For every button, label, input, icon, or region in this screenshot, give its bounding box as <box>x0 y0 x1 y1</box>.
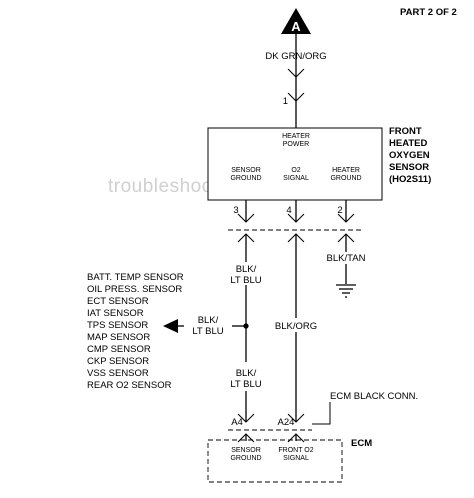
pin-4-number: 4 <box>286 205 291 216</box>
heater-power-label-1: HEATER <box>282 133 310 140</box>
svg-text:(HO2S11): (HO2S11) <box>389 174 431 185</box>
connector-a-label: A <box>291 19 301 34</box>
svg-text:OXYGEN: OXYGEN <box>389 150 430 161</box>
sensor-connector-chevrons <box>228 200 364 243</box>
sensor-pin-2-label-2: GROUND <box>330 175 361 182</box>
wire-label-ground-upper-1: BLK/ <box>236 264 257 275</box>
oxygen-sensor-box <box>207 127 383 201</box>
list-item: CKP SENSOR <box>87 356 149 367</box>
ecm-connector-chevrons <box>228 413 312 443</box>
ecm-pin-a24-label-1: FRONT O2 <box>278 447 313 454</box>
wire-heater-power <box>287 34 305 128</box>
ground-icon <box>336 284 356 298</box>
wire-ground-branch <box>163 319 246 333</box>
svg-text:HEATED: HEATED <box>389 138 427 149</box>
list-item: MAP SENSOR <box>87 332 150 343</box>
heater-power-label-2: POWER <box>283 141 309 148</box>
list-item: REAR O2 SENSOR <box>87 380 172 391</box>
list-item: VSS SENSOR <box>87 368 149 379</box>
list-item: TPS SENSOR <box>87 320 148 331</box>
list-item: IAT SENSOR <box>87 308 144 319</box>
ecm-connector-label: ECM BLACK CONN. <box>330 391 418 402</box>
part-label: PART 2 OF 2 <box>400 7 457 18</box>
svg-text:FRONT: FRONT <box>389 126 422 137</box>
sensor-pin-3-label-2: GROUND <box>230 175 261 182</box>
wire-label-ground-upper-2: LT BLU <box>230 275 261 286</box>
connector-a-triangle: A <box>281 8 311 34</box>
ecm-pin-a4-label-1: SENSOR <box>231 447 261 454</box>
wire-label-branch-2: LT BLU <box>192 326 223 337</box>
ecm-name: ECM <box>351 438 372 449</box>
list-item: BATT. TEMP SENSOR <box>87 272 184 283</box>
pin-1-number: 1 <box>283 96 288 107</box>
arrow-left-icon <box>163 319 178 333</box>
list-item: CMP SENSOR <box>87 344 151 355</box>
ecm-pin-a4-label-2: GROUND <box>230 455 261 462</box>
wire-label-o2: BLK/ORG <box>275 321 317 332</box>
ecm-connector-leader <box>312 402 331 425</box>
shared-ground-list: BATT. TEMP SENSOR OIL PRESS. SENSOR ECT … <box>87 272 184 391</box>
svg-text:SENSOR: SENSOR <box>389 162 429 173</box>
ecm-pin-a24-label-2: SIGNAL <box>283 455 309 462</box>
pin-2-number: 2 <box>337 205 342 216</box>
ecm-pin-a4-number: A4 <box>231 417 243 428</box>
wire-label-top: DK GRN/ORG <box>265 51 326 62</box>
ecm-box <box>207 439 343 483</box>
wire-label-heater-ground: BLK/TAN <box>327 253 366 264</box>
wire-label-ground-lower-2: LT BLU <box>230 379 261 390</box>
ecm-pin-a24-number: A24 <box>278 417 295 428</box>
wire-label-ground-lower-1: BLK/ <box>236 368 257 379</box>
sensor-pin-4-label-2: SIGNAL <box>283 175 309 182</box>
wire-sensor-ground <box>243 234 249 422</box>
wire-label-branch-1: BLK/ <box>198 315 219 326</box>
sensor-pin-4-label-1: O2 <box>291 167 300 174</box>
pin-3-number: 3 <box>233 205 238 216</box>
sensor-pin-3-label-1: SENSOR <box>231 167 261 174</box>
sensor-name: FRONT HEATED OXYGEN SENSOR (HO2S11) <box>389 126 431 185</box>
list-item: ECT SENSOR <box>87 296 149 307</box>
list-item: OIL PRESS. SENSOR <box>87 284 182 295</box>
sensor-pin-2-label-1: HEATER <box>332 167 360 174</box>
